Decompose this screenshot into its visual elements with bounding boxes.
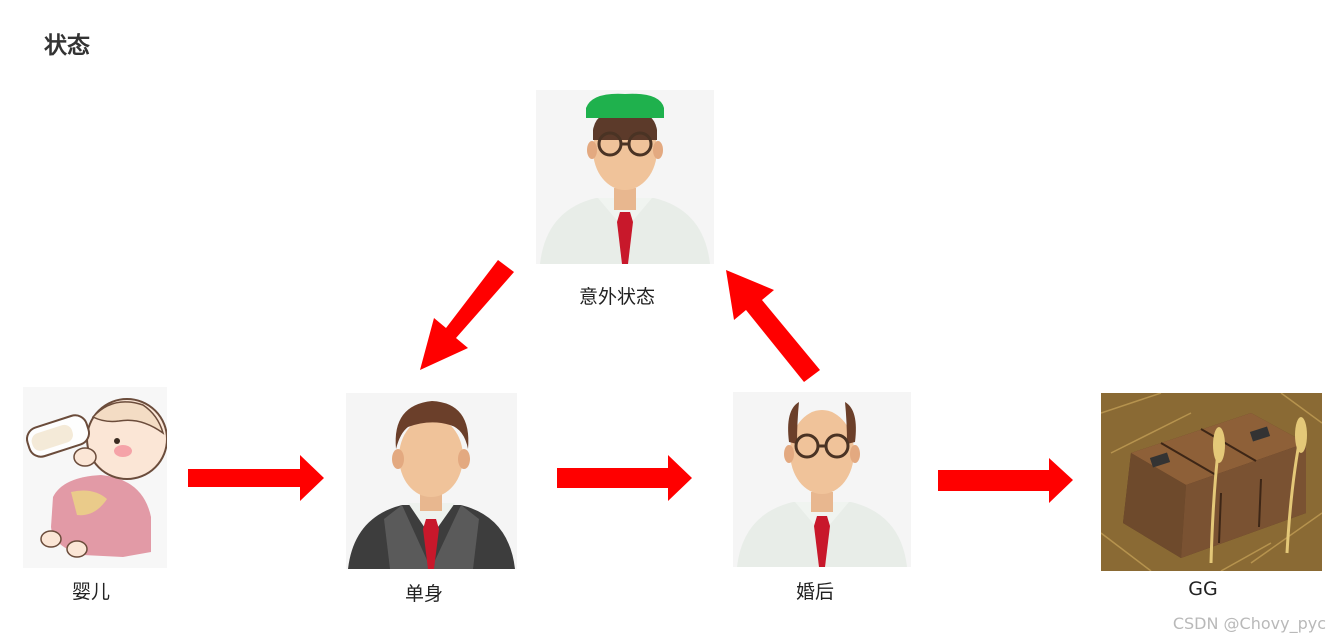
baby-label: 婴儿	[72, 577, 110, 604]
accident-label: 意外状态	[579, 282, 655, 309]
arrow-baby-to-single	[188, 455, 324, 501]
single-image	[346, 393, 517, 569]
arrow-married-to-gg	[938, 458, 1073, 503]
arrow-single-to-married	[557, 455, 692, 501]
baby-image	[23, 387, 167, 568]
arrow-accident-to-single	[416, 258, 518, 374]
man-with-green-hat-icon	[536, 90, 714, 264]
accident-image	[536, 90, 714, 264]
married-label: 婚后	[796, 577, 834, 604]
arrow-married-to-accident	[720, 268, 824, 384]
man-in-suit-icon	[346, 393, 517, 569]
diagram-title: 状态	[44, 26, 90, 60]
married-image	[733, 392, 911, 567]
baby-drinking-bottle-icon	[23, 387, 167, 568]
single-label: 单身	[405, 579, 443, 606]
gg-label: GG	[1188, 578, 1217, 600]
watermark: CSDN @Chovy_pyc	[1173, 614, 1326, 633]
balding-man-with-glasses-icon	[733, 392, 911, 567]
wooden-coffin-box-icon	[1101, 393, 1322, 571]
gg-image	[1101, 393, 1322, 571]
